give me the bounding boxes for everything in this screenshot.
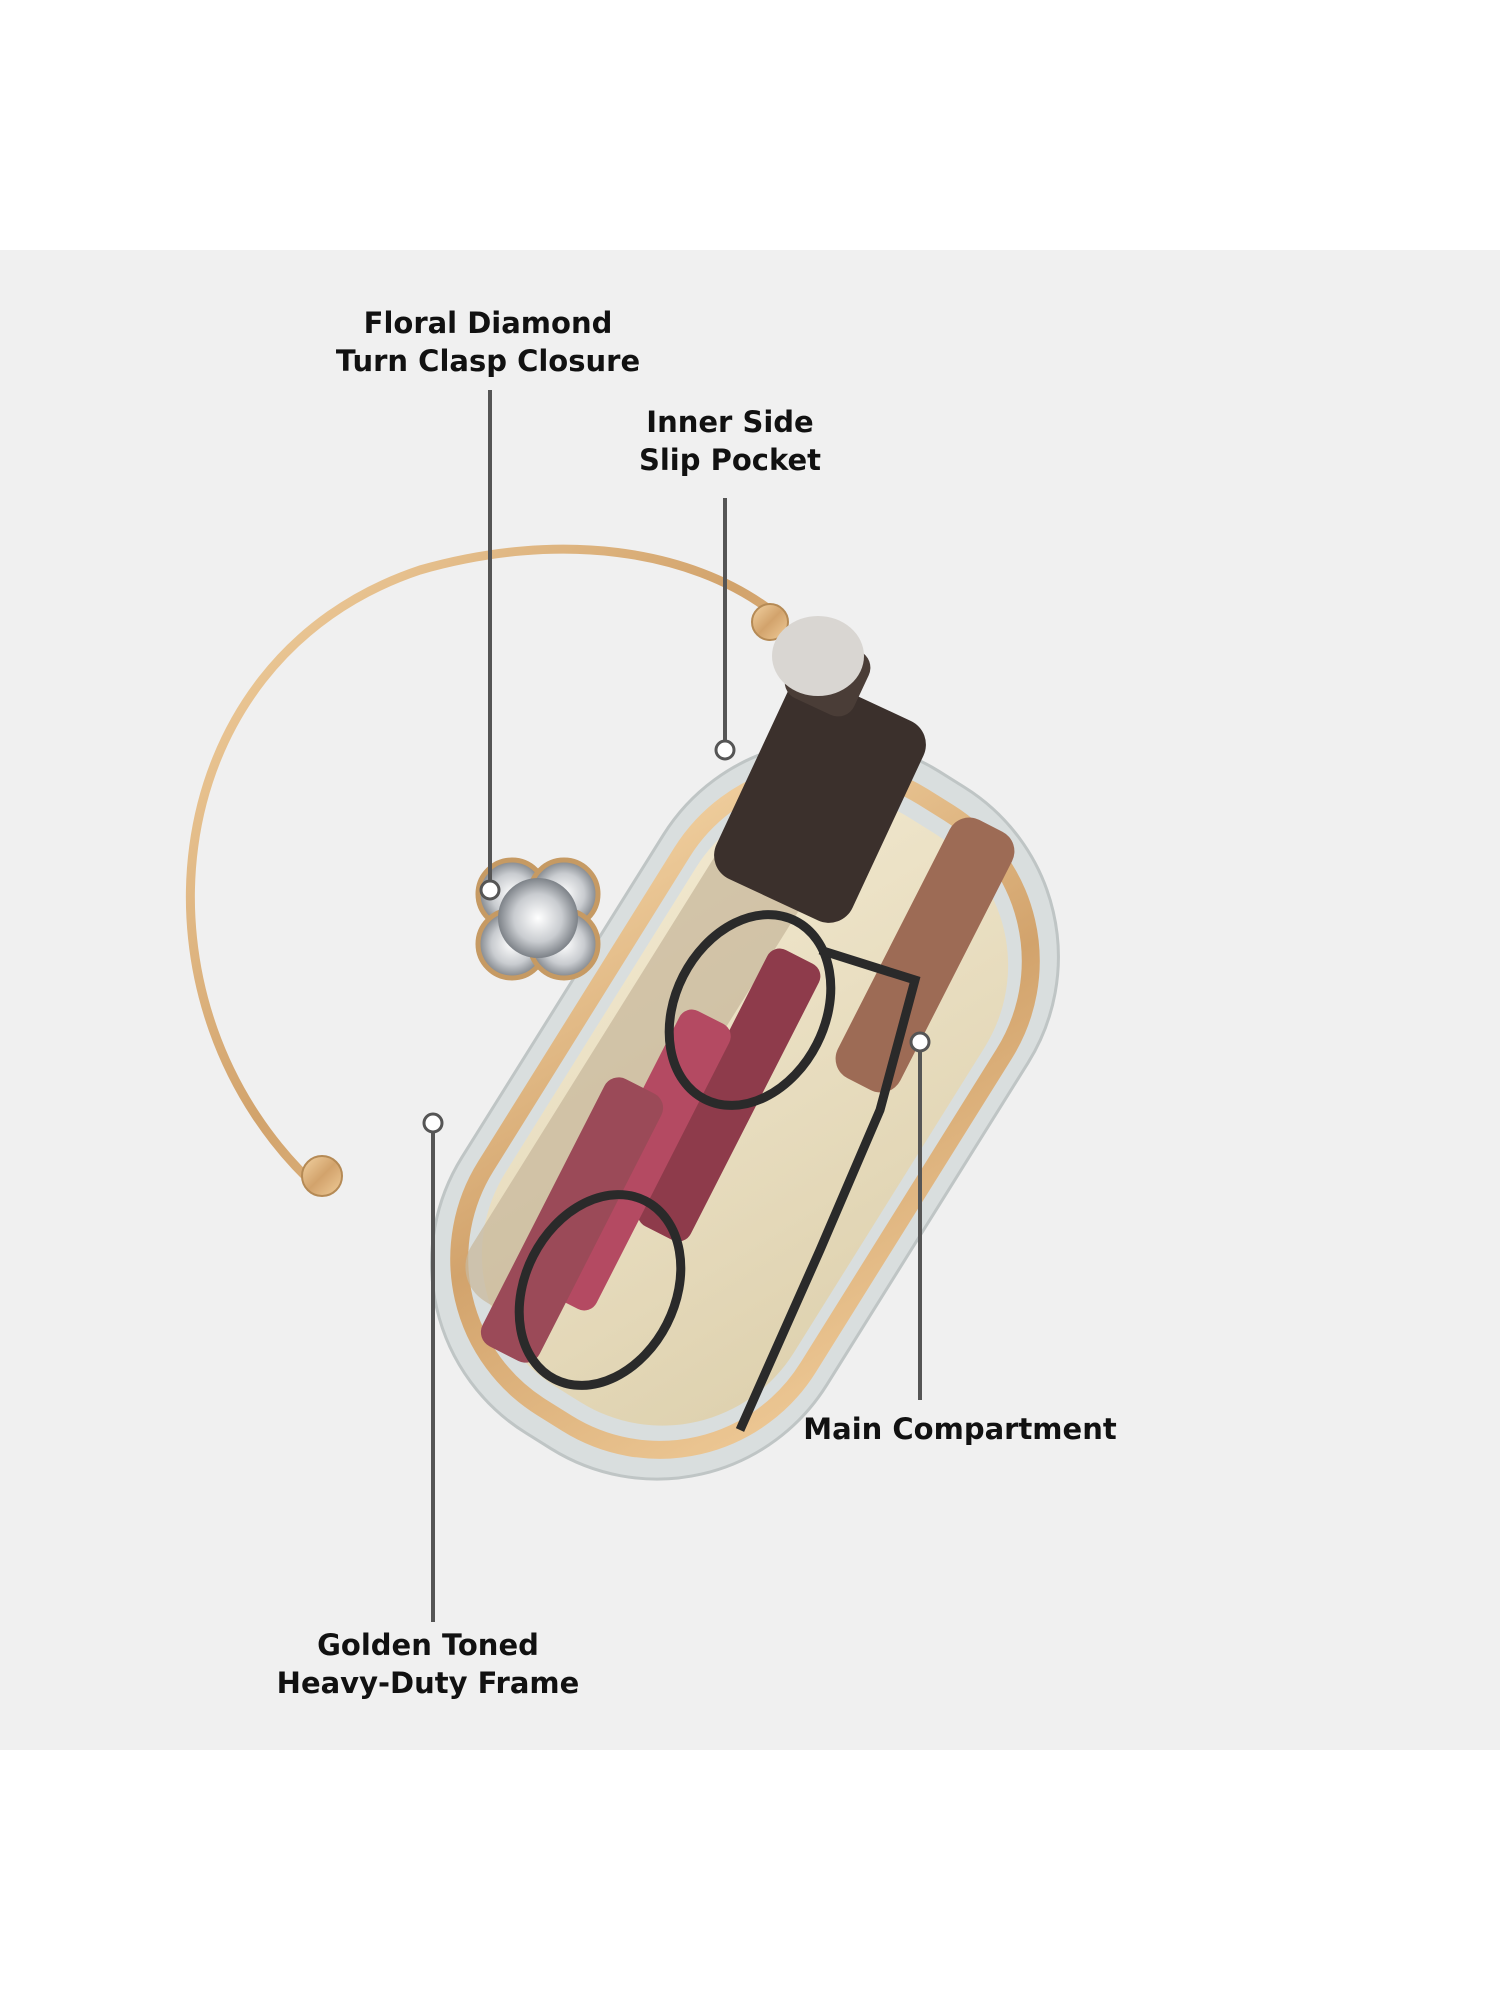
callout-clasp-line1: Floral Diamond [363, 306, 613, 340]
anchor-dot-main-icon [909, 1031, 931, 1053]
handle-hinge-bottom-icon [301, 1155, 343, 1197]
anchor-dot-frame-icon [422, 1112, 444, 1134]
callout-frame: Golden Toned Heavy-Duty Frame [218, 1626, 638, 1702]
callout-frame-line2: Heavy-Duty Frame [276, 1666, 580, 1700]
handle-hinge-top-icon [751, 603, 789, 641]
perfume-bottle [714, 616, 926, 923]
callout-clasp-line2: Turn Clasp Closure [335, 344, 641, 378]
product-photo-panel: Floral Diamond Turn Clasp Closure Inner … [0, 250, 1500, 1750]
gold-frame [450, 761, 1040, 1459]
callout-frame-line1: Golden Toned [317, 1628, 539, 1662]
lip-gloss-tube-1 [835, 817, 1015, 1093]
anchor-dot-clasp-icon [479, 879, 501, 901]
callout-pocket: Inner Side Slip Pocket [520, 403, 940, 479]
sunglasses [514, 910, 921, 1432]
callout-pocket-line2: Slip Pocket [638, 443, 822, 477]
anchor-dots [422, 739, 931, 1134]
lip-gloss-tube-4 [480, 1077, 664, 1363]
lip-gloss-tube-2 [637, 948, 821, 1242]
anchor-dot-pocket-icon [714, 739, 736, 761]
callout-main-line1: Main Compartment [803, 1412, 1117, 1446]
leader-lines [431, 390, 922, 1622]
callout-pocket-line1: Inner Side [646, 405, 814, 439]
floral-diamond-clasp-icon [475, 857, 601, 981]
callout-clasp: Floral Diamond Turn Clasp Closure [278, 304, 698, 380]
bag-handle [185, 544, 775, 1195]
clutch-bag-illustration [185, 390, 1060, 1622]
callout-main: Main Compartment [750, 1410, 1170, 1448]
